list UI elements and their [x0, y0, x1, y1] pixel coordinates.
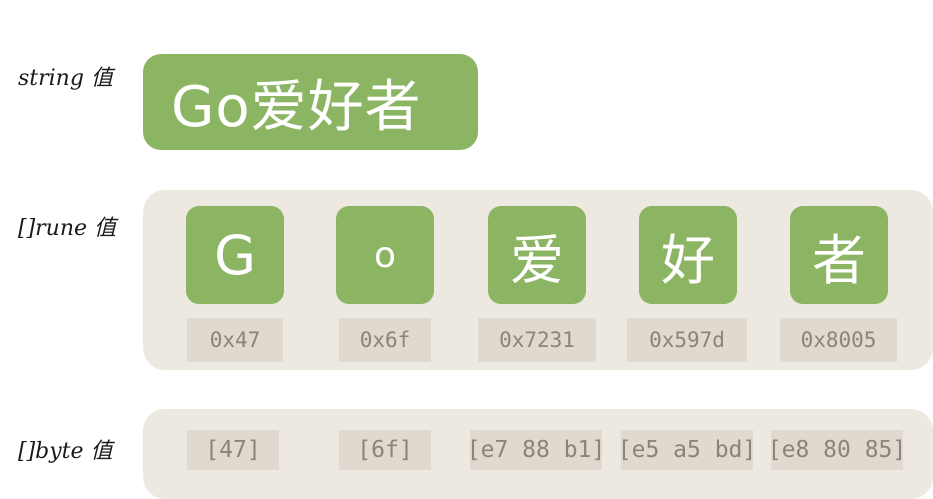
byte-seq-label: [e8 80 85]	[768, 430, 906, 470]
rune-char: 好	[661, 228, 715, 292]
byte-seq-label: [e7 88 b1]	[467, 430, 605, 470]
rune-char: G	[214, 223, 256, 287]
rune-tile-ai: 爱	[488, 206, 586, 304]
string-value-text: Go爱好者	[171, 74, 422, 140]
rune-tile-o: o	[336, 206, 434, 304]
byte-seq-label: [e5 a5 bd]	[618, 430, 756, 470]
rune-hex-label: 0x8005	[780, 318, 897, 362]
rune-hex-label: 0x597d	[627, 318, 747, 362]
string-row-label: string 值	[18, 66, 113, 91]
rune-hex-label: 0x7231	[478, 318, 596, 362]
byte-seq-label: [47]	[187, 430, 279, 470]
rune-hex-label: 0x47	[187, 318, 283, 362]
string-value-box: Go爱好者	[143, 54, 478, 150]
rune-char: 爱	[510, 228, 564, 292]
rune-row-label: []rune 值	[18, 216, 117, 241]
rune-char: 者	[812, 228, 866, 292]
rune-tile-hao: 好	[639, 206, 737, 304]
byte-seq-label: [6f]	[339, 430, 431, 470]
rune-tile-g: G	[186, 206, 284, 304]
rune-hex-label: 0x6f	[339, 318, 431, 362]
rune-tile-zhe: 者	[790, 206, 888, 304]
byte-row-label: []byte 值	[18, 439, 113, 464]
rune-char: o	[373, 234, 397, 276]
